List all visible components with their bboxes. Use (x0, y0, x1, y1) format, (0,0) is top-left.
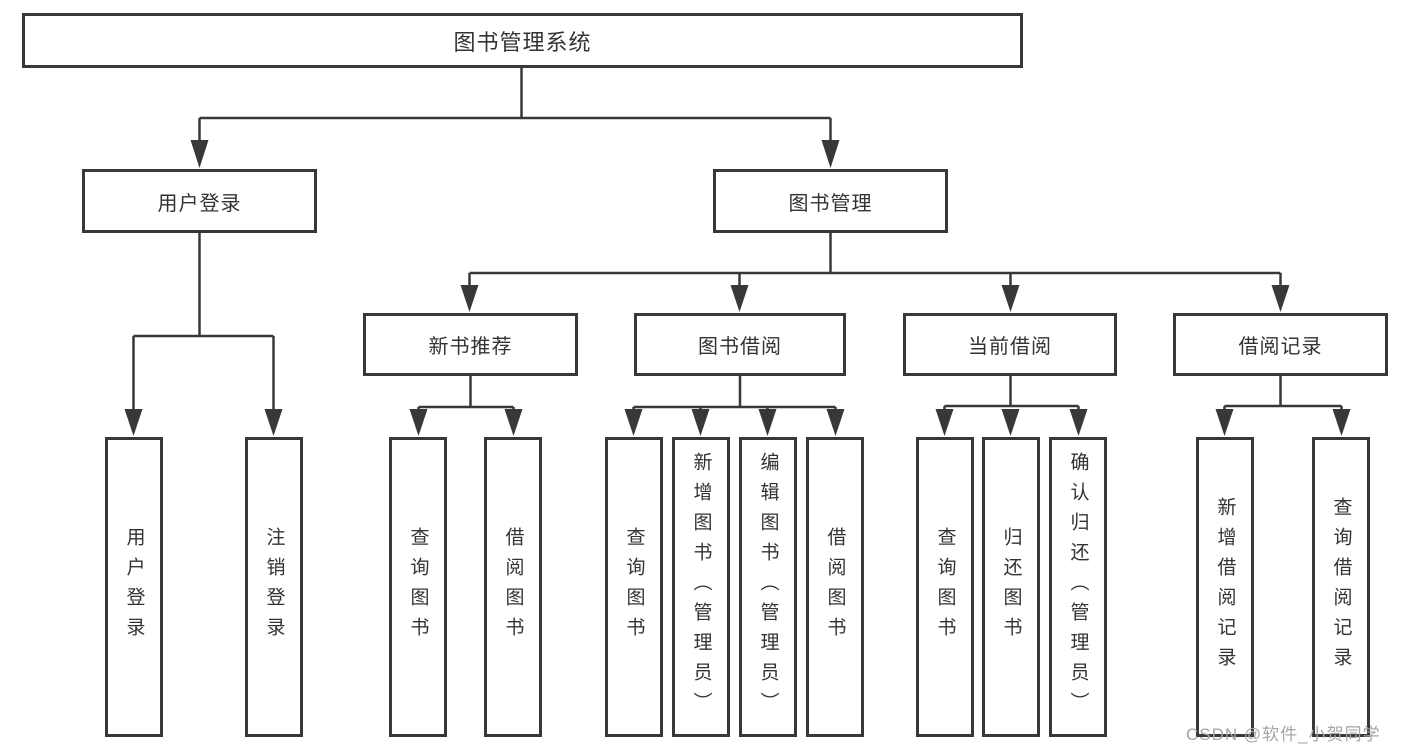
leaf-edit-books-admin: 编辑图书（管理员） (739, 437, 797, 737)
node-borrowing-records: 借阅记录 (1173, 313, 1388, 376)
watermark: CSDN @软件_小贺同学 (1186, 725, 1381, 744)
node-library-system: 图书管理系统 (22, 13, 1023, 68)
node-user-login: 用户登录 (82, 169, 317, 233)
leaf-add-borrow-record: 新增借阅记录 (1196, 437, 1254, 737)
leaf-return-books: 归还图书 (982, 437, 1040, 737)
leaf-confirm-return-admin: 确认归还（管理员） (1049, 437, 1107, 737)
node-book-borrowing: 图书借阅 (634, 313, 846, 376)
leaf-query-borrow-record: 查询借阅记录 (1312, 437, 1370, 737)
leaf-add-books-admin: 新增图书（管理员） (672, 437, 730, 737)
node-current-borrowing: 当前借阅 (903, 313, 1117, 376)
node-new-book-recommendation: 新书推荐 (363, 313, 578, 376)
leaf-query-books-current: 查询图书 (916, 437, 974, 737)
leaf-logout: 注销登录 (245, 437, 303, 737)
node-book-management: 图书管理 (713, 169, 948, 233)
leaf-user-login: 用户登录 (105, 437, 163, 737)
leaf-borrow-books-recommend: 借阅图书 (484, 437, 542, 737)
leaf-query-books-borrowing: 查询图书 (605, 437, 663, 737)
leaf-borrow-books-borrowing: 借阅图书 (806, 437, 864, 737)
leaf-query-books-recommend: 查询图书 (389, 437, 447, 737)
